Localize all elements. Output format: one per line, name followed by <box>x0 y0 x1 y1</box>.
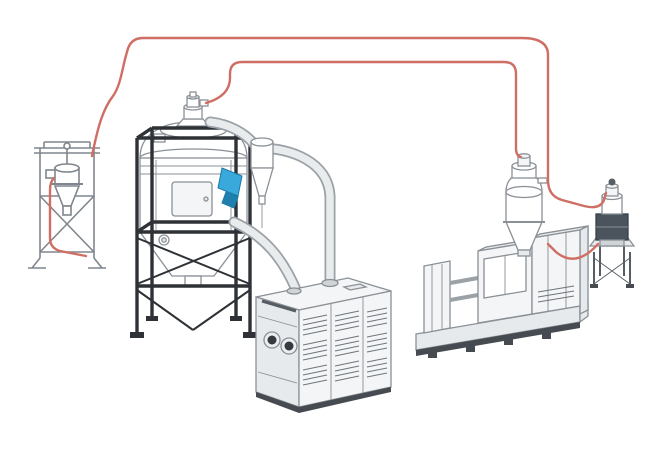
hopper-access-door <box>171 181 213 217</box>
receiver-rim <box>505 185 543 199</box>
injection-molding-machine <box>415 224 589 358</box>
valve-gate <box>221 191 239 209</box>
valve-body <box>217 167 243 197</box>
hopper-top-flare <box>175 118 211 127</box>
dryer-top-box <box>341 283 369 291</box>
sight-glass-core <box>161 237 167 243</box>
door-handle-icon <box>203 196 209 202</box>
hopper-loader-receiver <box>503 153 548 257</box>
station-hopper-cone <box>53 185 81 207</box>
receiver-outlet <box>517 249 531 257</box>
pump-stand-feet <box>590 284 634 288</box>
station-outlet-tube <box>62 205 72 216</box>
dryer-top-accent <box>261 299 297 313</box>
line-vacuum-to-machine <box>546 242 600 260</box>
dryer-base-strip <box>256 387 391 413</box>
frame-braces <box>136 237 251 331</box>
dehumidifying-dryer <box>255 277 392 413</box>
big-bag-unloading-station <box>28 141 106 269</box>
control-cabinet-front <box>531 229 581 315</box>
station-feet <box>28 257 106 269</box>
line-station-to-vacuum-station <box>90 36 608 209</box>
cyclone-outlet <box>258 195 266 205</box>
line-hopper-to-receiver <box>204 60 523 159</box>
dryer-panel-seams <box>257 297 364 400</box>
hoist-pulley-icon <box>63 142 71 150</box>
proportioning-valve <box>217 167 243 209</box>
platen-seams <box>431 264 443 331</box>
cyclone-lid <box>250 137 274 147</box>
machine-feet <box>428 333 551 358</box>
line-station-pickup <box>48 176 88 258</box>
station-hopper-lid <box>54 163 80 173</box>
hopper-top-knob <box>189 91 197 98</box>
control-cabinet-side <box>579 224 589 316</box>
vacuum-pump-station <box>588 178 636 288</box>
cyclone-cone <box>250 167 274 197</box>
machine-base-bottom <box>416 322 580 356</box>
dryer-gauge-left-core <box>267 335 277 345</box>
hopper-cone <box>138 231 249 277</box>
frame-feet <box>130 316 257 338</box>
pump-stand-braces <box>593 257 631 285</box>
pump-motor-icon <box>608 178 616 186</box>
cyclone-separator <box>250 137 274 228</box>
dryer-gauge-right-core <box>284 341 294 351</box>
pipe-port-supply <box>286 287 302 295</box>
material-conveying-lines <box>48 36 608 260</box>
tie-bars <box>449 276 479 302</box>
receiver-side-tube <box>537 177 548 184</box>
pipe-port-return <box>321 278 339 288</box>
cabinet-seams <box>547 232 567 312</box>
fixed-platen-unit <box>423 260 451 334</box>
cabinet-vents <box>537 285 575 303</box>
pump-flange <box>599 239 625 247</box>
dryer-vent-grilles <box>302 307 388 386</box>
pump-stand-legs <box>593 246 631 284</box>
